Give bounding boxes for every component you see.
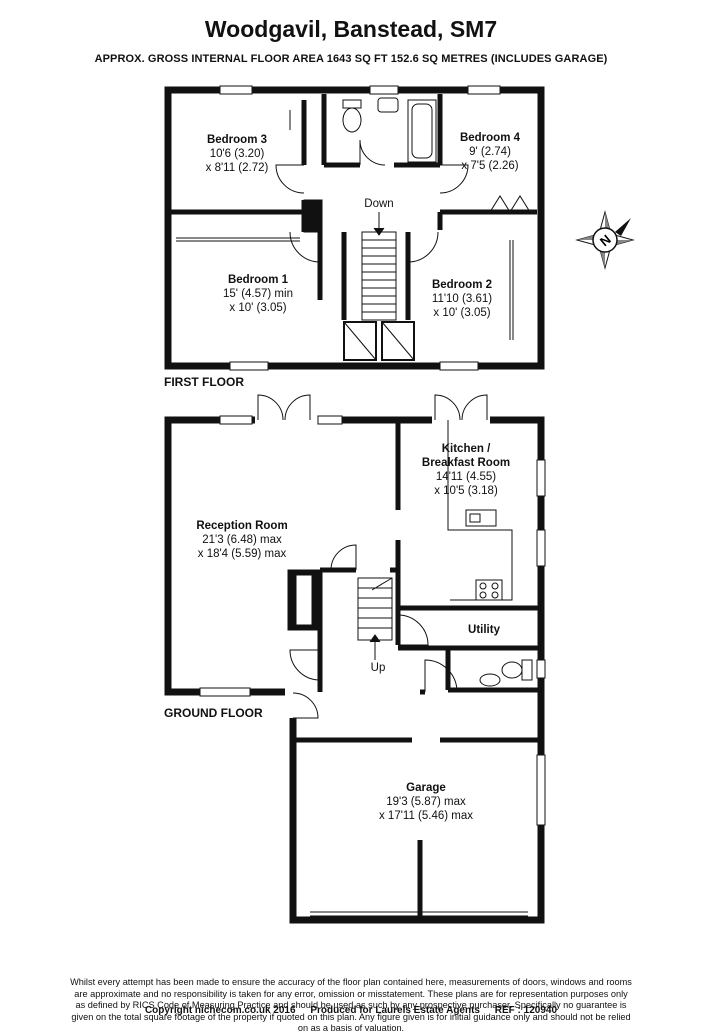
svg-text:Bedroom 2: Bedroom 2	[432, 279, 492, 291]
room-bedroom-3: Bedroom 3 10'6 (3.20) x 8'11 (2.72)	[206, 134, 269, 174]
svg-text:x 10' (3.05): x 10' (3.05)	[229, 302, 286, 314]
produced-for-text: Produced for Laurels Estate Agents	[310, 1005, 480, 1016]
first-floor-plan	[164, 85, 545, 371]
svg-text:21'3 (6.48) max: 21'3 (6.48) max	[202, 534, 282, 546]
svg-text:15' (4.57) min: 15' (4.57) min	[223, 288, 293, 300]
floor-plan: FIRST FLOOR Down Bedroom 3 10'6 (3.20) x…	[164, 85, 635, 924]
svg-text:11'10 (3.61): 11'10 (3.61)	[432, 293, 492, 305]
first-floor-label: FIRST FLOOR	[164, 375, 244, 389]
svg-text:x 10' (3.05): x 10' (3.05)	[433, 307, 490, 319]
first-floor-outer-wall	[164, 86, 545, 370]
svg-text:x 8'11 (2.72): x 8'11 (2.72)	[206, 162, 269, 174]
svg-text:Bedroom 3: Bedroom 3	[207, 134, 267, 146]
svg-text:19'3 (5.87) max: 19'3 (5.87) max	[386, 796, 466, 808]
compass-icon: N	[575, 210, 635, 270]
svg-text:Garage: Garage	[406, 782, 446, 794]
svg-text:Bedroom 4: Bedroom 4	[460, 132, 521, 144]
svg-text:9' (2.74): 9' (2.74)	[469, 146, 511, 158]
svg-text:Breakfast Room: Breakfast Room	[422, 457, 510, 469]
footer: Copyright nichecom.co.uk 2016 Produced f…	[0, 1005, 702, 1016]
room-utility: Utility	[468, 624, 501, 636]
room-bedroom-2: Bedroom 2 11'10 (3.61) x 10' (3.05)	[432, 279, 492, 319]
ground-floor-plan	[164, 394, 546, 924]
svg-text:Bedroom 1: Bedroom 1	[228, 274, 289, 286]
room-bedroom-4: Bedroom 4 9' (2.74) x 7'5 (2.26)	[460, 132, 521, 172]
stairs-down-label: Down	[364, 198, 393, 210]
room-bedroom-1: Bedroom 1 15' (4.57) min x 10' (3.05)	[223, 274, 293, 314]
ground-floor-label: GROUND FLOOR	[164, 706, 263, 720]
svg-text:x 17'11 (5.46) max: x 17'11 (5.46) max	[379, 810, 473, 822]
svg-text:10'6 (3.20): 10'6 (3.20)	[210, 148, 265, 160]
svg-text:Utility: Utility	[468, 624, 501, 636]
room-kitchen-breakfast: Kitchen / Breakfast Room 14'11 (4.55) x …	[422, 443, 510, 497]
page-title: Woodgavil, Banstead, SM7	[204, 16, 498, 42]
svg-text:Reception Room: Reception Room	[196, 520, 287, 532]
stairs-up-label: Up	[371, 662, 386, 674]
copyright-text: Copyright nichecom.co.uk 2016	[144, 1005, 296, 1016]
floor-area-subtitle: APPROX. GROSS INTERNAL FLOOR AREA 1643 S…	[94, 53, 608, 65]
reference-number: REF : 120940	[494, 1005, 558, 1016]
room-reception: Reception Room 21'3 (6.48) max x 18'4 (5…	[196, 520, 287, 560]
svg-text:x 7'5 (2.26): x 7'5 (2.26)	[461, 160, 518, 172]
svg-text:x 18'4 (5.59) max: x 18'4 (5.59) max	[198, 548, 287, 560]
svg-text:14'11 (4.55): 14'11 (4.55)	[436, 471, 496, 483]
room-garage: Garage 19'3 (5.87) max x 17'11 (5.46) ma…	[379, 782, 473, 822]
svg-text:Kitchen /: Kitchen /	[442, 443, 491, 455]
svg-text:x 10'5 (3.18): x 10'5 (3.18)	[434, 485, 498, 497]
